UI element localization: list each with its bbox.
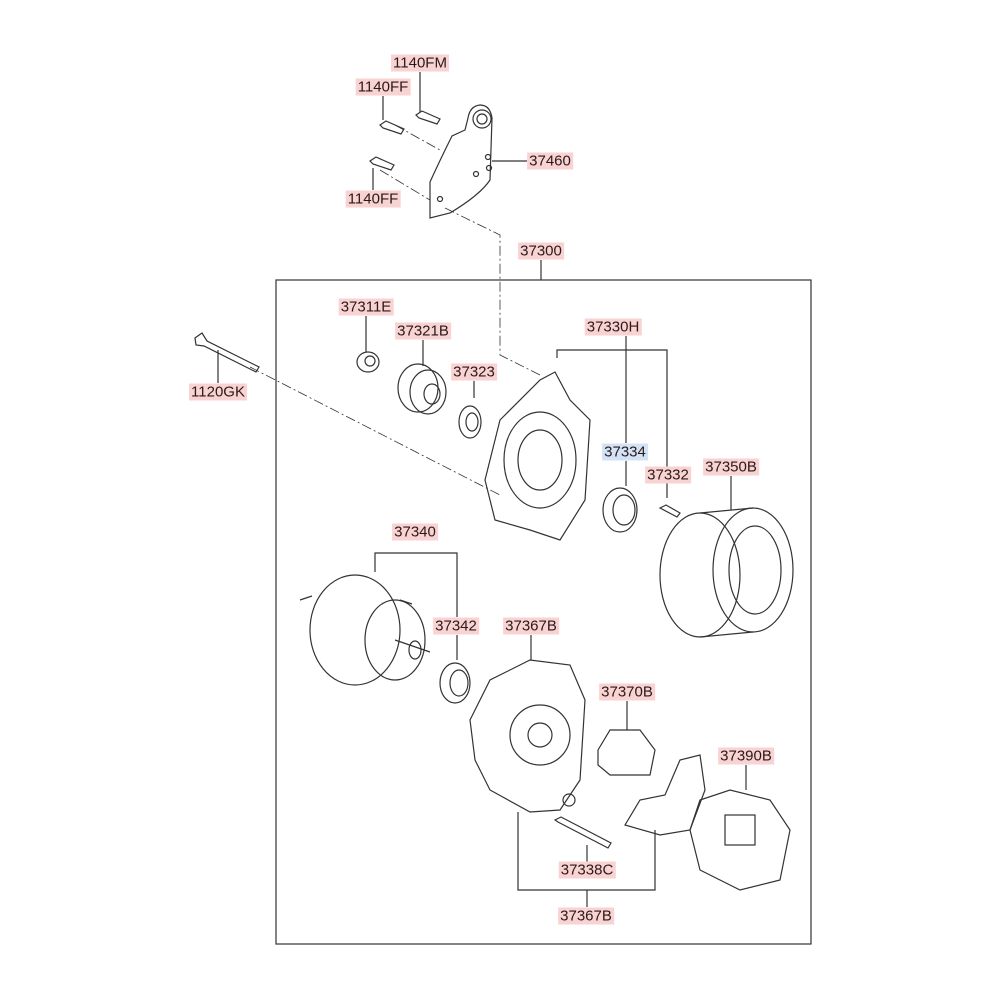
part-label-37350b[interactable]: 37350B <box>703 458 759 476</box>
part-label-37330h[interactable]: 37330H <box>584 318 642 336</box>
part-label-37332[interactable]: 37332 <box>645 466 691 484</box>
part-label-1120gk[interactable]: 1120GK <box>189 383 247 401</box>
assembly-box <box>275 279 812 945</box>
part-label-37367b-top[interactable]: 37367B <box>503 617 559 635</box>
part-label-37300[interactable]: 37300 <box>518 242 564 260</box>
part-label-37342[interactable]: 37342 <box>433 617 479 635</box>
part-label-37340[interactable]: 37340 <box>392 523 438 541</box>
regulator-parts <box>597 729 791 891</box>
bolts <box>194 110 681 849</box>
center-lines <box>249 124 541 496</box>
part-label-37460[interactable]: 37460 <box>527 152 573 170</box>
part-label-1140fm[interactable]: 1140FM <box>391 54 449 72</box>
part-label-37367b-bottom[interactable]: 37367B <box>558 907 614 925</box>
part-label-1140ff-top[interactable]: 1140FF <box>355 78 411 96</box>
rear-housing <box>469 659 586 813</box>
part-label-37323[interactable]: 37323 <box>451 363 497 381</box>
bracket-37460 <box>429 104 493 219</box>
rotor <box>299 574 431 686</box>
part-label-37334[interactable]: 37334 <box>602 443 648 461</box>
part-label-37338c[interactable]: 37338C <box>558 861 616 879</box>
part-label-37321b[interactable]: 37321B <box>395 322 451 340</box>
part-label-37390b[interactable]: 37390B <box>718 747 774 765</box>
front-housing <box>484 371 591 541</box>
leader-lines <box>217 72 747 907</box>
part-label-37370b[interactable]: 37370B <box>599 683 655 701</box>
part-label-1140ff-bottom[interactable]: 1140FF <box>345 190 401 208</box>
stator <box>659 507 794 638</box>
small-parts <box>356 351 638 704</box>
part-label-37311e[interactable]: 37311E <box>338 298 394 316</box>
